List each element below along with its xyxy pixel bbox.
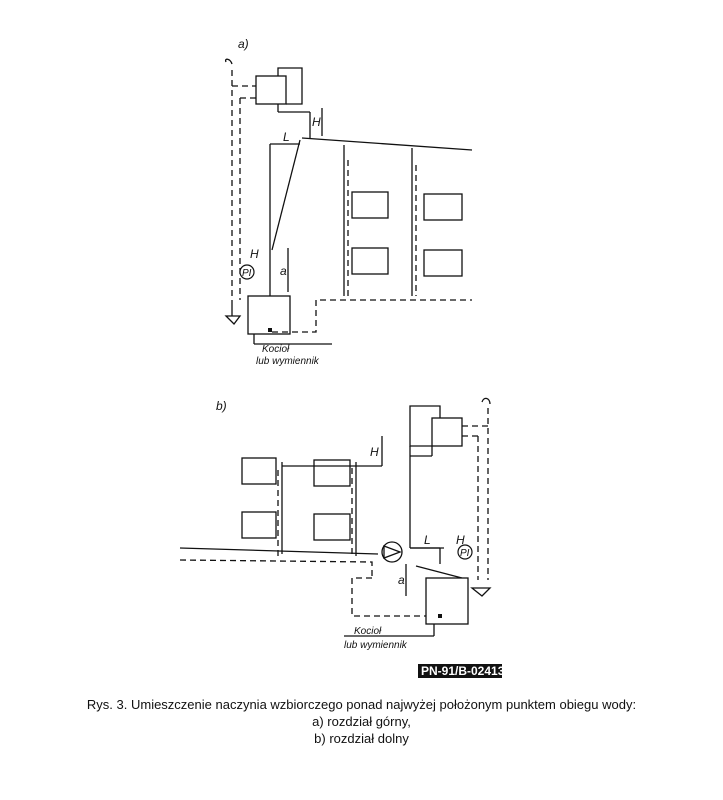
figure-b: b) H L [179, 397, 492, 651]
overflow-hook-a [224, 58, 233, 65]
radiator-b-1 [241, 457, 277, 485]
radiator-a-1 [351, 191, 389, 219]
return-main-a [272, 299, 472, 333]
boiler-a [247, 295, 291, 335]
standard-stamp [418, 664, 502, 678]
pi-label-a: PI [242, 268, 252, 279]
l-label-a: L [283, 130, 290, 144]
radiator-a-2 [351, 247, 389, 275]
h-pi-label-a: H [250, 247, 259, 261]
boiler-b [425, 577, 469, 625]
boiler-b-label-line1: Kocioł [354, 626, 382, 637]
figure-a: a) H L a PI H [224, 37, 473, 367]
boiler-a-label-line2: lub wymiennik [256, 356, 320, 367]
overflow-hook-b [481, 397, 491, 405]
expansion-vessel-a [255, 75, 287, 105]
safety-pipe-a [271, 139, 301, 251]
supply-main-a [301, 137, 473, 151]
radiator-b-2 [241, 511, 277, 539]
expansion-vessel-diagram: a) H L a PI H [179, 37, 515, 678]
figure-caption-title: Rys. 3. Umieszczenie naczynia wzbiorczeg… [86, 697, 637, 712]
supply-main-b [179, 547, 379, 555]
expansion-vessel-b [431, 417, 463, 447]
a-label-a: a [280, 264, 287, 278]
h-label-b: H [370, 445, 379, 459]
pressure-gauge-b [457, 544, 473, 560]
a-label-b: a [398, 573, 405, 587]
figure-caption-item-a: a) rozdział górny, [312, 714, 411, 729]
pi-label-b: PI [460, 548, 470, 559]
h-label-a: H [312, 115, 321, 129]
expansion-vessel-b-lid [409, 405, 441, 447]
radiator-b-4 [313, 513, 351, 541]
radiator-a-3 [423, 193, 463, 221]
boiler-a-label-line1: Kocioł [262, 344, 290, 355]
expansion-vessel-a-lid [277, 67, 303, 105]
safety-pipe-b-slope [415, 565, 463, 579]
figure-b-tag: b) [216, 399, 227, 413]
pressure-gauge-a [239, 264, 255, 280]
funnel-b [470, 587, 492, 597]
return-to-boiler-b [351, 577, 426, 617]
l-label-b: L [424, 533, 431, 547]
boiler-b-marker [438, 614, 442, 618]
boiler-a-marker [268, 328, 272, 332]
radiator-b-3 [313, 459, 351, 487]
radiator-a-4 [423, 249, 463, 277]
figure-caption-item-b: b) rozdział dolny [314, 731, 409, 746]
standard-stamp-label: PN-91/B-02413-3 [421, 664, 515, 678]
return-main-b [179, 559, 373, 578]
h-pi-label-b: H [456, 533, 465, 547]
pump-b-arrow [383, 545, 402, 559]
boiler-b-label-line2: lub wymiennik [344, 640, 408, 651]
funnel-a [224, 315, 242, 325]
figure-a-tag: a) [238, 37, 249, 51]
